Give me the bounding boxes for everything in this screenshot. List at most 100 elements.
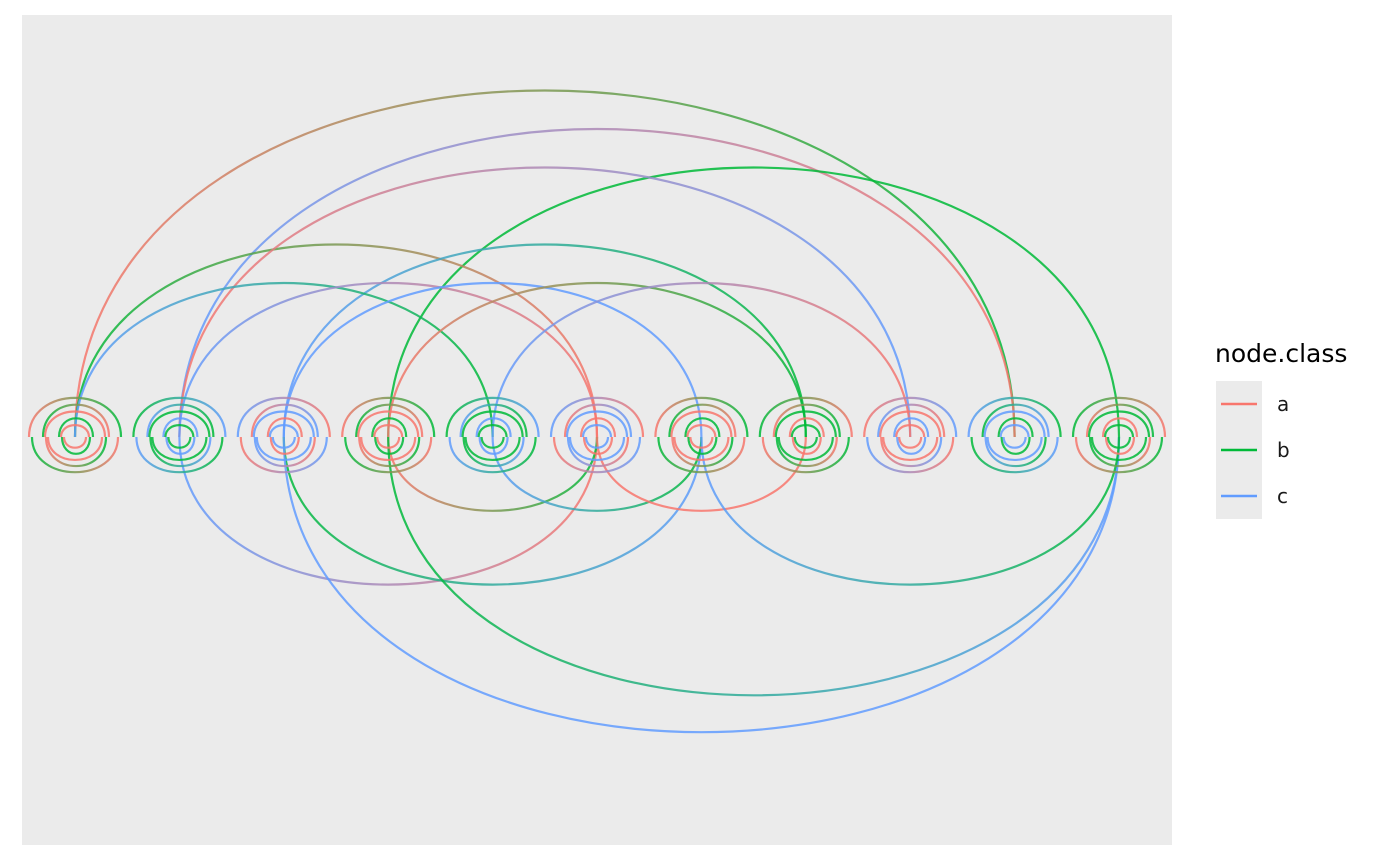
node-11-loop-down-1 bbox=[1088, 436, 1152, 468]
node-10-loop-down-1 bbox=[984, 436, 1047, 468]
node-11-loop-down-2 bbox=[1090, 436, 1148, 461]
node-4-loop-up-4 bbox=[373, 424, 404, 438]
node-11-loop-down-4 bbox=[1106, 436, 1132, 449]
node-5-loop-down-2 bbox=[464, 436, 521, 461]
node-10-loop-down-3 bbox=[1000, 436, 1031, 455]
node-10-loop-down-0 bbox=[970, 436, 1059, 474]
node-9-loop-up-2 bbox=[879, 410, 942, 438]
edge-2-10-above bbox=[178, 128, 1016, 438]
node-5-loop-up-0 bbox=[445, 396, 540, 438]
node-9-loop-up-1 bbox=[877, 403, 946, 438]
node-8-loop-up-1 bbox=[772, 403, 841, 438]
node-6-loop-up-4 bbox=[581, 424, 613, 438]
node-4-loop-up-2 bbox=[357, 410, 420, 438]
node-1-loop-up-2 bbox=[43, 410, 107, 438]
node-11-loop-up-4 bbox=[1103, 424, 1135, 438]
node-2-loop-down-1 bbox=[149, 436, 212, 468]
node-2-loop-down-2 bbox=[151, 436, 208, 461]
node-2-loop-up-2 bbox=[148, 410, 211, 438]
node-9-loop-up-0 bbox=[863, 396, 958, 438]
node-7-loop-up-1 bbox=[668, 403, 737, 438]
node-1-loop-up-4 bbox=[59, 424, 91, 438]
edge-1-6-above bbox=[73, 243, 599, 438]
edge-1-10-above bbox=[73, 89, 1016, 438]
node-11-loop-up-1 bbox=[1085, 403, 1155, 438]
node-2-loop-down-0 bbox=[135, 436, 224, 474]
node-10-loop-up-4 bbox=[999, 424, 1030, 438]
node-8-loop-down-4 bbox=[793, 436, 818, 449]
node-3-loop-down-3 bbox=[269, 436, 300, 455]
node-6-loop-down-2 bbox=[568, 436, 626, 461]
node-2-loop-up-1 bbox=[146, 403, 215, 438]
node-7-loop-up-2 bbox=[670, 410, 733, 438]
node-9-loop-down-1 bbox=[880, 436, 943, 468]
node-3-loop-down-4 bbox=[271, 436, 296, 449]
node-11-loop-down-0 bbox=[1074, 436, 1164, 474]
node-6-loop-up-3 bbox=[579, 417, 617, 438]
node-9-loop-up-3 bbox=[893, 417, 930, 438]
node-5-loop-down-4 bbox=[480, 436, 505, 449]
node-7-loop-down-0 bbox=[657, 436, 746, 474]
node-5-loop-up-3 bbox=[475, 417, 512, 438]
edge-5-9-above bbox=[491, 282, 912, 438]
edges-layer bbox=[27, 89, 1167, 734]
node-5-loop-up-2 bbox=[461, 410, 524, 438]
legend: node.class a b c bbox=[1215, 339, 1347, 519]
edge-3-11-below bbox=[282, 436, 1121, 734]
edge-4-11-below bbox=[387, 436, 1121, 697]
node-8-loop-up-2 bbox=[774, 410, 837, 438]
node-1-loop-up-3 bbox=[57, 417, 95, 438]
node-6-loop-up-0 bbox=[549, 396, 645, 438]
node-5-loop-up-4 bbox=[477, 424, 508, 438]
node-7-loop-up-0 bbox=[654, 396, 749, 438]
node-2-loop-up-4 bbox=[164, 424, 195, 438]
node-4-loop-down-2 bbox=[360, 436, 417, 461]
node-8-loop-up-4 bbox=[790, 424, 821, 438]
node-1-loop-down-3 bbox=[60, 436, 92, 455]
node-8-loop-down-2 bbox=[777, 436, 834, 461]
legend-title: node.class bbox=[1215, 339, 1347, 368]
edge-4-11-above bbox=[387, 166, 1121, 438]
node-4-loop-up-3 bbox=[371, 417, 408, 438]
node-4-loop-up-1 bbox=[355, 403, 424, 438]
node-11-loop-up-0 bbox=[1071, 396, 1167, 438]
edge-7-11-below bbox=[700, 436, 1121, 586]
node-6-loop-down-3 bbox=[582, 436, 614, 455]
node-6-loop-down-1 bbox=[566, 436, 630, 468]
node-8-loop-down-1 bbox=[775, 436, 838, 468]
node-2-loop-up-0 bbox=[132, 396, 227, 438]
node-5-loop-down-0 bbox=[448, 436, 537, 474]
legend-label-a: a bbox=[1277, 392, 1289, 416]
node-3-loop-down-2 bbox=[255, 436, 312, 461]
edge-3-7-above bbox=[282, 282, 703, 438]
node-7-loop-down-2 bbox=[673, 436, 730, 461]
node-10-loop-up-2 bbox=[983, 410, 1046, 438]
node-11-loop-up-3 bbox=[1101, 417, 1139, 438]
node-3-loop-down-1 bbox=[253, 436, 316, 468]
node-1-loop-up-0 bbox=[27, 396, 123, 438]
legend-label-b: b bbox=[1277, 438, 1290, 462]
edge-3-8-above bbox=[282, 243, 807, 438]
edge-1-5-above bbox=[73, 282, 494, 438]
node-9-loop-down-4 bbox=[898, 436, 923, 449]
node-7-loop-up-3 bbox=[684, 417, 721, 438]
node-3-loop-up-3 bbox=[266, 417, 303, 438]
node-1-loop-down-2 bbox=[46, 436, 104, 461]
node-4-loop-down-0 bbox=[344, 436, 433, 474]
node-10-loop-up-3 bbox=[997, 417, 1034, 438]
node-4-loop-down-4 bbox=[376, 436, 401, 449]
node-5-loop-down-1 bbox=[462, 436, 525, 468]
node-9-loop-down-3 bbox=[896, 436, 927, 455]
node-7-loop-down-1 bbox=[671, 436, 734, 468]
node-10-loop-down-4 bbox=[1002, 436, 1027, 449]
node-11-loop-down-3 bbox=[1104, 436, 1136, 455]
node-3-loop-up-1 bbox=[250, 403, 319, 438]
node-2-loop-up-3 bbox=[162, 417, 199, 438]
legend-label-c: c bbox=[1277, 484, 1288, 508]
node-1-loop-up-1 bbox=[41, 403, 111, 438]
edge-2-6-above bbox=[178, 282, 599, 438]
node-8-loop-down-3 bbox=[791, 436, 822, 455]
node-7-loop-up-4 bbox=[686, 424, 717, 438]
node-9-loop-down-2 bbox=[882, 436, 939, 461]
